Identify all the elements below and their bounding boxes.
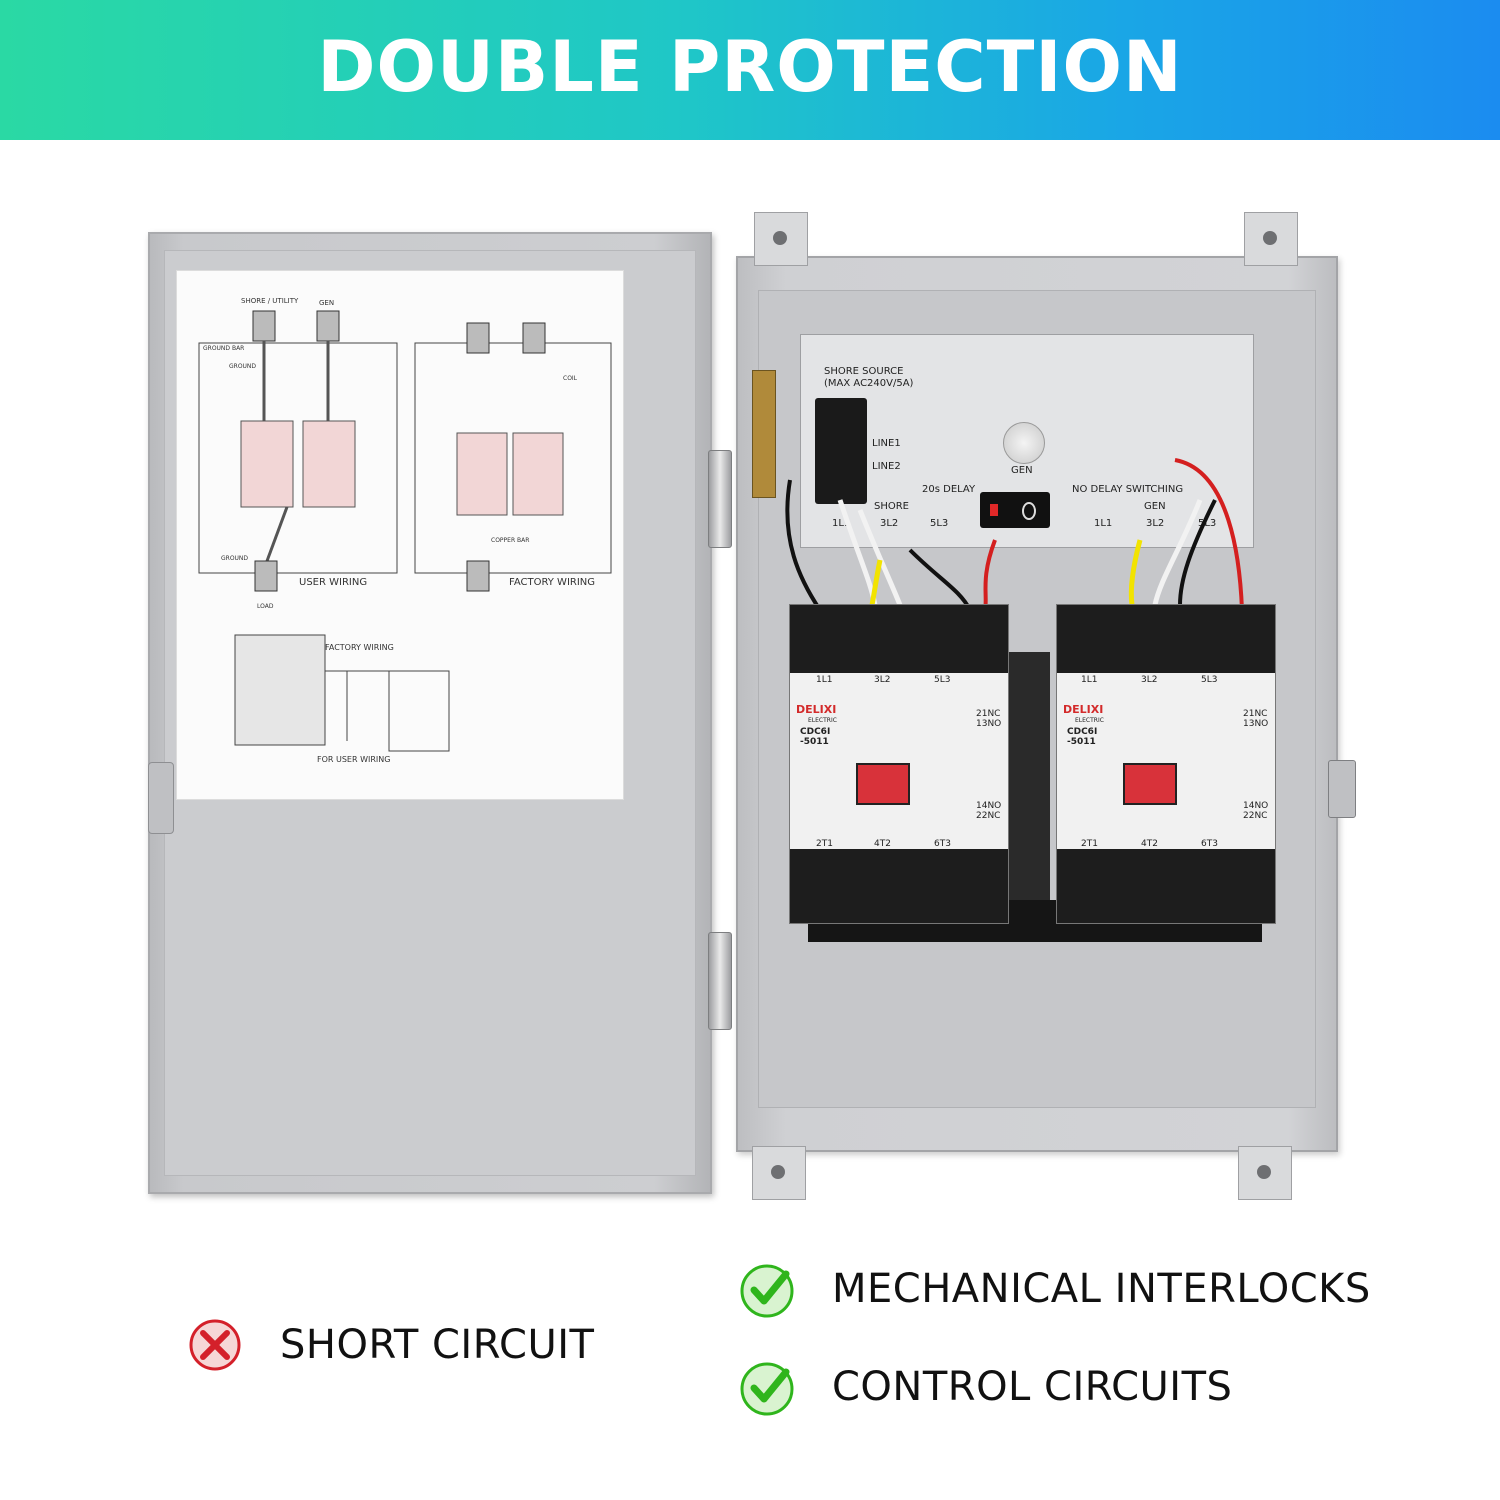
line2-label: LINE2 bbox=[872, 461, 901, 472]
mounting-tab-bottom-right bbox=[1238, 1146, 1292, 1200]
contactor-right-actuator bbox=[1123, 763, 1177, 805]
sticker-label-for-user-wiring: FOR USER WIRING bbox=[317, 755, 391, 764]
gen-label: GEN bbox=[1011, 465, 1033, 476]
shore-rating-label: (MAX AC240V/5A) bbox=[824, 378, 914, 389]
banner-title: DOUBLE PROTECTION bbox=[317, 26, 1183, 108]
mechanical-interlock bbox=[1008, 652, 1050, 904]
contactor-left-actuator bbox=[856, 763, 910, 805]
wiring-diagram-sticker: SHORE / UTILITY GEN GROUND BAR GROUND GR… bbox=[176, 270, 624, 800]
contactor-right-brand: DELIXI bbox=[1063, 703, 1104, 716]
contactor-left-brand: DELIXI bbox=[796, 703, 837, 716]
contactor-right-term-3l2: 3L2 bbox=[1141, 675, 1158, 685]
sticker-label-ground: GROUND bbox=[229, 363, 257, 370]
feature-short-circuit: SHORT CIRCUIT bbox=[186, 1316, 594, 1374]
contactor-left-aux-bottom: 14NO 22NC bbox=[976, 801, 1002, 821]
contactor-right-model: CDC6I -5011 bbox=[1067, 727, 1098, 747]
sticker-label-coil: COIL bbox=[563, 375, 578, 382]
mounting-tab-top-right bbox=[1244, 212, 1298, 266]
contactor-left-sub: ELECTRIC bbox=[808, 717, 837, 724]
contactor-left-term-2t1: 2T1 bbox=[816, 839, 833, 849]
upper-hinge bbox=[708, 450, 732, 548]
contactor-left-model: CDC6I -5011 bbox=[800, 727, 831, 747]
shore-section-label: SHORE bbox=[874, 501, 910, 512]
terminal-block bbox=[815, 398, 867, 504]
delay-label: 20s DELAY bbox=[922, 484, 976, 495]
sticker-label-user-wiring: USER WIRING bbox=[299, 577, 368, 588]
contactor-right-term-6t3: 6T3 bbox=[1201, 839, 1218, 849]
box-latch bbox=[1328, 760, 1356, 818]
contactor-right-aux-top: 21NC 13NO bbox=[1243, 709, 1269, 729]
contactor-left-term-5l3: 5L3 bbox=[934, 675, 951, 685]
feature-mechanical-interlocks: MECHANICAL INTERLOCKS bbox=[738, 1260, 1371, 1318]
contactor-right-aux-bottom: 14NO 22NC bbox=[1243, 801, 1269, 821]
contactor-left-term-6t3: 6T3 bbox=[934, 839, 951, 849]
panel-terminal-left-2: 3L2 bbox=[880, 518, 899, 529]
contactor-left-aux-top: 21NC 13NO bbox=[976, 709, 1002, 729]
panel-terminal-left-3: 5L3 bbox=[930, 518, 949, 529]
contactor-right-sub: ELECTRIC bbox=[1075, 717, 1104, 724]
contactor-left-term-4t2: 4T2 bbox=[874, 839, 891, 849]
x-circle-icon bbox=[186, 1316, 244, 1374]
panel-terminal-left-1: 1L1 bbox=[832, 518, 851, 529]
checkmark-circle-icon bbox=[738, 1358, 796, 1416]
sticker-label-factory-wiring-small: FACTORY WIRING bbox=[325, 643, 394, 652]
contactor-right-term-1l1: 1L1 bbox=[1081, 675, 1098, 685]
mounting-tab-top-left bbox=[754, 212, 808, 266]
gen-section-label: GEN bbox=[1144, 501, 1166, 512]
lower-hinge bbox=[708, 932, 732, 1030]
panel-terminal-right-3: 5L3 bbox=[1198, 518, 1217, 529]
panel-terminal-right-2: 3L2 bbox=[1146, 518, 1165, 529]
contactor-left: 1L1 3L2 5L3 DELIXI ELECTRIC CDC6I -5011 … bbox=[789, 604, 1009, 924]
sticker-label-shore: SHORE / UTILITY bbox=[241, 297, 299, 305]
contactor-right-term-2t1: 2T1 bbox=[1081, 839, 1098, 849]
sticker-label-load: LOAD bbox=[257, 603, 274, 610]
sticker-label-copper-bar: COPPER BAR bbox=[491, 537, 530, 544]
sticker-label-ground-bar: GROUND BAR bbox=[203, 345, 245, 352]
sticker-label-gen: GEN bbox=[319, 299, 335, 307]
feature-label: CONTROL CIRCUITS bbox=[832, 1364, 1233, 1410]
contactor-left-term-1l1: 1L1 bbox=[816, 675, 833, 685]
door-latch bbox=[148, 762, 174, 834]
contactor-right-term-4t2: 4T2 bbox=[1141, 839, 1158, 849]
checkmark-circle-icon bbox=[738, 1260, 796, 1318]
shore-source-label: SHORE SOURCE bbox=[824, 366, 904, 377]
rocker-switch[interactable] bbox=[980, 492, 1050, 528]
contactor-left-term-3l2: 3L2 bbox=[874, 675, 891, 685]
contactor-right: 1L1 3L2 5L3 DELIXI ELECTRIC CDC6I -5011 … bbox=[1056, 604, 1276, 924]
header-banner: DOUBLE PROTECTION bbox=[0, 0, 1500, 140]
no-delay-label: NO DELAY SWITCHING bbox=[1072, 484, 1184, 495]
sticker-label-factory-wiring: FACTORY WIRING bbox=[509, 577, 596, 588]
feature-label: MECHANICAL INTERLOCKS bbox=[832, 1266, 1371, 1312]
feature-label: SHORT CIRCUIT bbox=[280, 1322, 595, 1368]
sticker-label-ground-lower: GROUND bbox=[221, 555, 249, 562]
panel-terminal-right-1: 1L1 bbox=[1094, 518, 1113, 529]
gen-indicator-light bbox=[1003, 422, 1045, 464]
mounting-tab-bottom-left bbox=[752, 1146, 806, 1200]
ground-bus-bar bbox=[752, 370, 776, 498]
wiring-diagram bbox=[198, 310, 612, 752]
contactor-right-term-5l3: 5L3 bbox=[1201, 675, 1218, 685]
line1-label: LINE1 bbox=[872, 438, 901, 449]
feature-control-circuits: CONTROL CIRCUITS bbox=[738, 1358, 1232, 1416]
